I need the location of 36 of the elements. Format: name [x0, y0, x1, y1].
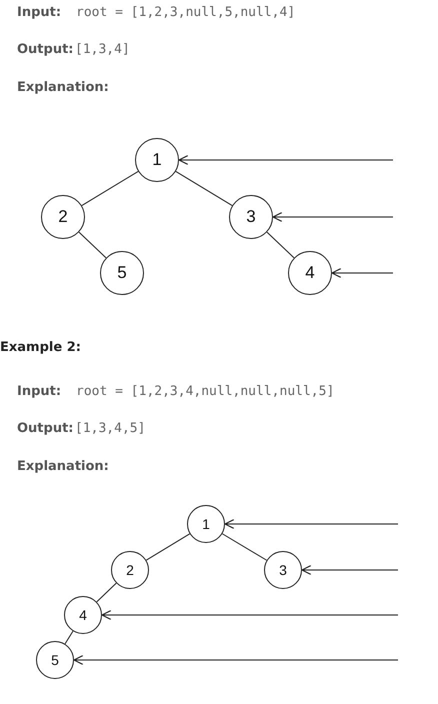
- code-text: root = [1,2,3,null,5,null,4]: [76, 5, 296, 21]
- tree-edge: [81, 170, 139, 206]
- field-label: Input:: [17, 5, 62, 21]
- tree-node: 1: [187, 505, 225, 543]
- arrow: [101, 610, 398, 620]
- tree-node: 2: [111, 551, 149, 589]
- arrow: [178, 154, 394, 166]
- arrow: [301, 564, 398, 576]
- tree-node: 2: [41, 195, 85, 239]
- tree-node: 5: [100, 251, 144, 295]
- tree-node: 1: [135, 138, 179, 182]
- field-label: Explanation:: [17, 459, 109, 475]
- field-label: Output:: [17, 421, 74, 437]
- tree-edge: [78, 232, 107, 258]
- field-label: Input:: [17, 384, 62, 400]
- field-label: Output:: [17, 42, 74, 58]
- code-text: [1,3,4]: [75, 42, 130, 58]
- tree-node: 3: [229, 195, 273, 239]
- tree-edge: [96, 582, 117, 602]
- tree-edge: [146, 533, 190, 561]
- arrow: [224, 518, 398, 530]
- tree-node: 4: [64, 596, 102, 634]
- tree-node: 5: [36, 641, 74, 679]
- code-text: root = [1,2,3,4,null,null,null,5]: [76, 384, 334, 400]
- arrow: [272, 212, 394, 222]
- tree-node: 4: [288, 251, 332, 295]
- section-heading: Example 2:: [0, 340, 81, 356]
- tree-edge: [64, 630, 74, 644]
- tree-edge: [175, 170, 233, 206]
- tree-edge: [266, 232, 295, 258]
- tree-edge: [222, 533, 268, 561]
- arrow: [331, 268, 394, 278]
- code-text: [1,3,4,5]: [75, 421, 146, 437]
- tree-node: 3: [264, 551, 302, 589]
- field-label: Explanation:: [17, 80, 109, 96]
- arrow: [73, 654, 398, 666]
